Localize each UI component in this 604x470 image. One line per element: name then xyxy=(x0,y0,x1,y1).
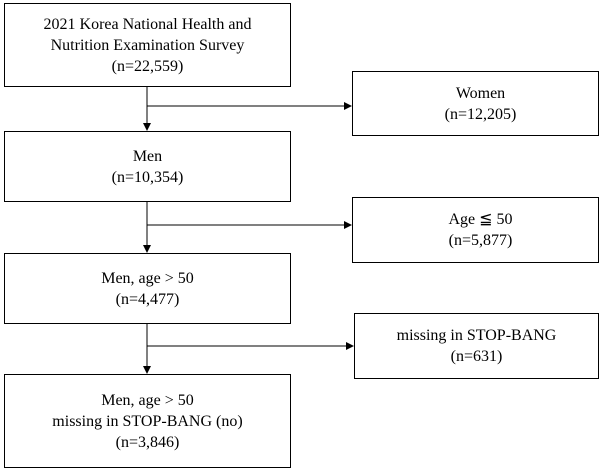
box-men-count: (n=10,354) xyxy=(111,168,184,186)
box-total-survey: 2021 Korea National Health and Nutrition… xyxy=(4,3,291,87)
box-men: Men (n=10,354) xyxy=(4,131,291,202)
box-excluded-age-le-50: Age ≦ 50 (n=5,877) xyxy=(352,197,599,263)
box-men-age-gt-50: Men, age > 50 (n=4,477) xyxy=(4,253,291,324)
box-excluded-women: Women (n=12,205) xyxy=(352,71,599,136)
box-age-gt-count: (n=4,477) xyxy=(115,290,180,308)
box-total-line-2: Nutrition Examination Survey xyxy=(50,36,245,54)
box-total-count: (n=22,559) xyxy=(111,57,184,75)
box-age-le-label: Age ≦ 50 xyxy=(448,211,513,228)
box-women-count: (n=12,205) xyxy=(444,105,517,123)
box-age-le-count: (n=5,877) xyxy=(448,232,513,249)
box-men-label: Men xyxy=(132,147,163,165)
box-final-sample: Men, age > 50 missing in STOP-BANG (no) … xyxy=(4,374,291,468)
box-women-label: Women xyxy=(455,84,506,102)
box-missing-label: missing in STOP-BANG xyxy=(396,327,557,344)
box-age-gt-label: Men, age > 50 xyxy=(101,269,194,287)
box-final-line-1: Men, age > 50 xyxy=(101,391,194,409)
box-missing-count: (n=631) xyxy=(450,348,503,365)
box-final-line-2: missing in STOP-BANG (no) xyxy=(52,412,243,430)
box-total-line-1: 2021 Korea National Health and xyxy=(43,15,252,33)
box-final-count: (n=3,846) xyxy=(115,433,180,451)
box-excluded-missing-stopbang: missing in STOP-BANG (n=631) xyxy=(354,313,599,379)
